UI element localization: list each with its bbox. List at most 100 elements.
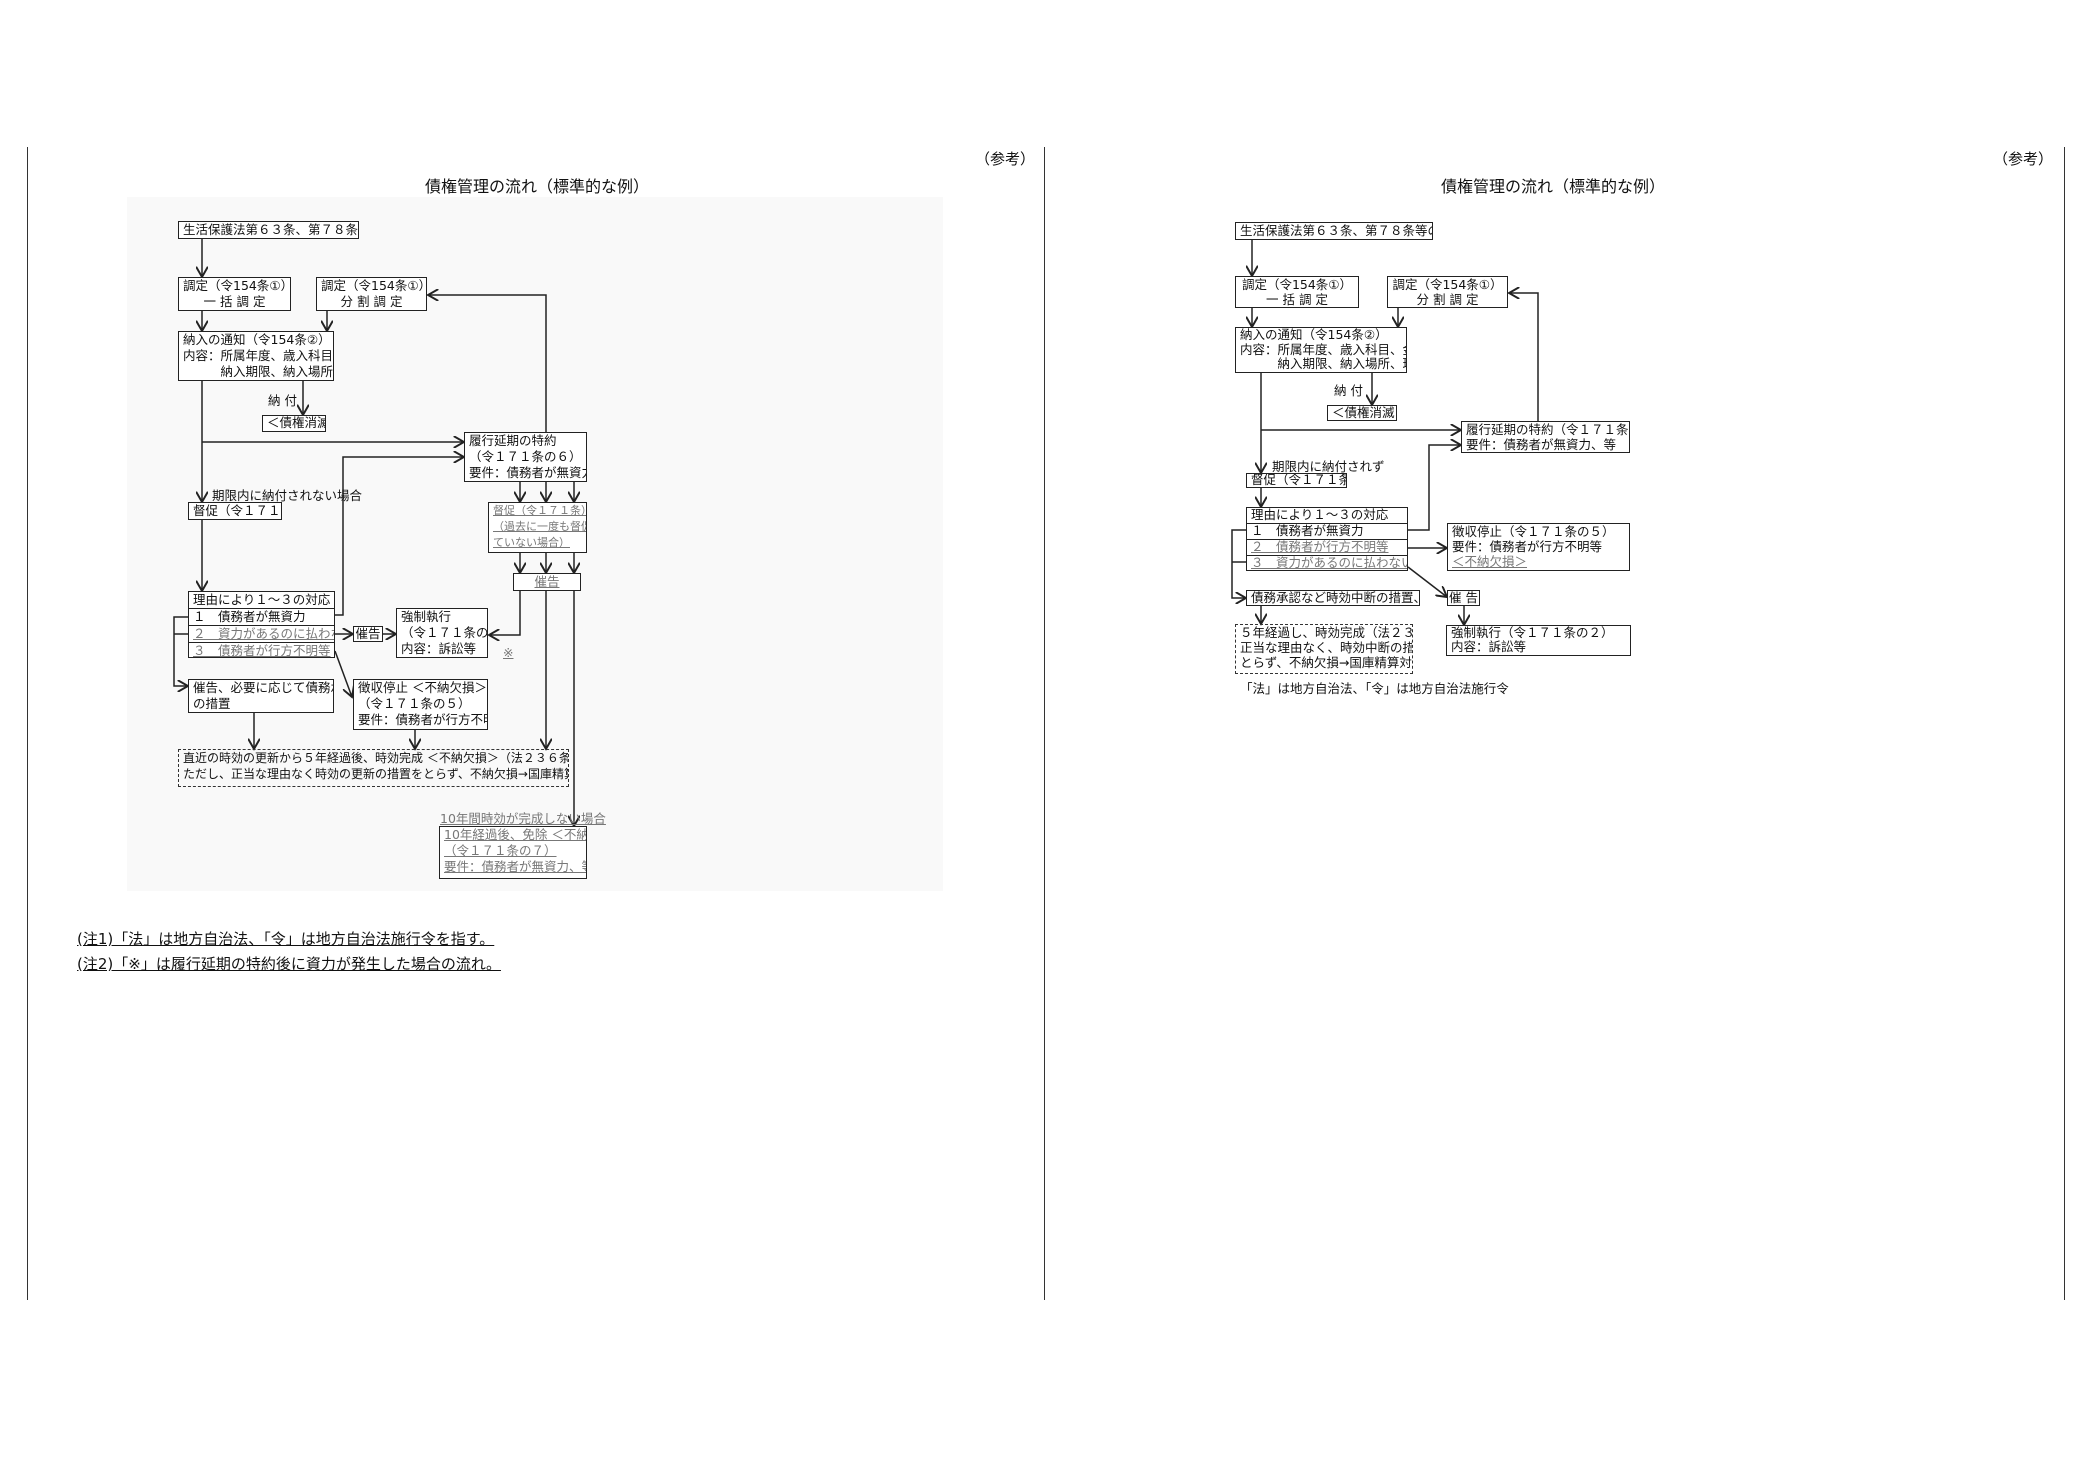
box-line: ていない場合） xyxy=(493,536,570,549)
box-line: とらず、不納欠損→国庫精算対象外 xyxy=(1240,655,1412,670)
box-line: 正当な理由なく、時効中断の措置を xyxy=(1240,640,1413,655)
page-title: 債権管理の流れ（標準的な例） xyxy=(1440,177,1666,196)
box-line: （令１７１条の５） xyxy=(358,696,471,711)
reminder-text: 催告 xyxy=(534,574,560,589)
box-line: 内容：所属年度、歳入科目、金額 xyxy=(183,348,334,363)
suspension-box: 徴収停止 ＜不納欠損＞（令１７１条の５）要件：債務者が行方不明等 xyxy=(353,679,488,730)
demand-box: 督促（令１７１条） xyxy=(188,502,282,520)
reminder-measure-box: 催告、必要に応じて債務承認などの措置 xyxy=(188,679,334,713)
box-line: ただし、正当な理由なく時効の更新の措置をとらず、不納欠損→国庫精算対象外 xyxy=(183,767,568,781)
box-line: （過去に一度も督促をし xyxy=(493,520,586,533)
box-line: 納入の通知（令154条②） xyxy=(183,332,331,347)
extinction-text: ＜債権消滅＞ xyxy=(267,415,325,430)
installment-assessment-box: 調定（令154条①）分 割 調 定 xyxy=(1387,276,1508,308)
acknowledgement-box: 債務承認など時効中断の措置、催告 xyxy=(1246,590,1420,606)
reason-row-1: １ 債務者が無資力 xyxy=(189,608,334,625)
box-line: 履行延期の特約（令１７１条の６） xyxy=(1466,422,1629,437)
box-line: 調定（令154条①） xyxy=(183,278,291,293)
reminder-box: 催 告 xyxy=(1447,590,1480,606)
box-line: 徴収停止（令１７１条の５） xyxy=(1452,524,1615,539)
demand-text: 督促（令１７１条） xyxy=(1251,473,1346,487)
box-line: 納入期限、納入場所、理由 xyxy=(1277,356,1407,371)
reminder-right-box: 催告 xyxy=(513,573,581,591)
box-line: 内容：所属年度、歳入科目、金額 xyxy=(1240,341,1406,357)
extinction-box: ＜債権消滅＞ xyxy=(1327,405,1397,421)
decision-box: 生活保護法第６３条、第７８条等の決定 xyxy=(1235,222,1433,240)
reference-label: （参考） xyxy=(975,150,1036,168)
box-line: 一 括 調 定 xyxy=(1266,292,1328,307)
suspension-box: 徴収停止（令１７１条の５）要件：債務者が行方不明等＜不納欠損＞ xyxy=(1447,523,1630,571)
reason-row-2: ２ 債務者が行方不明等 xyxy=(1247,539,1407,555)
box-line: 内容：訴訟等 xyxy=(401,641,477,656)
box-line: 履行延期の特約 xyxy=(469,433,557,448)
asterisk-mark: ※ xyxy=(503,645,514,660)
box-line: 調定（令154条①） xyxy=(1392,277,1503,292)
reason-header: 理由により１～３の対応 xyxy=(193,592,331,607)
box-line: （令１７１条の６） xyxy=(469,449,582,464)
lump-sum-assessment-box: 調定（令154条①）一 括 調 定 xyxy=(1235,276,1359,308)
demand-text: 督促（令１７１条） xyxy=(193,503,281,518)
box-line: 要件：債務者が無資力、等 xyxy=(469,465,586,480)
page-border-left xyxy=(27,147,28,1300)
box-line: 納入の通知（令154条②） xyxy=(1240,327,1388,342)
box-line: 10年経過後、免除 ＜不納欠損＞ xyxy=(444,827,587,842)
box-line: の措置 xyxy=(193,696,231,711)
box-line: 徴収停止 ＜不納欠損＞ xyxy=(358,680,487,695)
box-line: 督促（令１７１条） xyxy=(493,504,587,517)
reference-label: （参考） xyxy=(1993,150,2054,168)
extension-box: 履行延期の特約（令１７１条の６）要件：債務者が無資力、等 xyxy=(464,432,587,482)
box-line: 分 割 調 定 xyxy=(1416,292,1479,307)
box-line: 要件：債務者が行方不明等 xyxy=(1452,539,1603,554)
payment-label: 納 付 xyxy=(1334,383,1363,398)
box-line: 強制執行 xyxy=(401,609,452,624)
box-line: （令１７１条の７） xyxy=(444,843,557,858)
page-divider xyxy=(1044,147,1045,1300)
payment-notice-box: 納入の通知（令154条②）内容：所属年度、歳入科目、金額 納入期限、納入場所、理… xyxy=(178,331,334,381)
decision-box: 生活保護法第６３条、第７８条等の決定 xyxy=(178,221,359,239)
exemption-box: 10年経過後、免除 ＜不納欠損＞（令１７１条の７）要件：債務者が無資力、等 xyxy=(439,826,587,879)
demand-box: 督促（令１７１条） xyxy=(1246,473,1347,488)
unpaid-label: 期限内に納付されない場合 xyxy=(212,488,363,503)
payment-label: 納 付 xyxy=(268,393,297,408)
note-1: (注1)「法」は地方自治法、「令」は地方自治法施行令を指す。 xyxy=(77,930,495,948)
lump-sum-assessment-box: 調定（令154条①）一 括 調 定 xyxy=(178,277,291,311)
box-line: 分 割 調 定 xyxy=(340,294,403,309)
box-line: 要件：債務者が無資力、等 xyxy=(1466,437,1617,452)
box-line: 要件：債務者が無資力、等 xyxy=(444,859,587,874)
box-line: 直近の時効の更新から５年経過後、時効完成 ＜不納欠損＞（法２３６条） xyxy=(183,751,569,765)
reminder-small-text: 催告 xyxy=(355,626,381,641)
box-line: 一 括 調 定 xyxy=(203,294,266,309)
enforcement-box: 強制執行（令１７１条の２）内容：訴訟等 xyxy=(1446,625,1631,656)
acknowledgement-text: 債務承認など時効中断の措置、催告 xyxy=(1251,590,1419,605)
box-line: 調定（令154条①） xyxy=(1241,277,1353,292)
footnote: 「法」は地方自治法、「令」は地方自治法施行令 xyxy=(1240,681,1509,696)
page-border-right xyxy=(2064,147,2065,1300)
box-line: 調定（令154条①） xyxy=(321,278,427,293)
decision-text: 生活保護法第６３条、第７８条等の決定 xyxy=(183,222,359,237)
box-line: 納入期限、納入場所、理由 xyxy=(220,364,334,379)
reminder-text: 催 告 xyxy=(1449,590,1478,605)
ten-year-label: 10年間時効が完成しない場合 xyxy=(440,811,606,826)
extinction-text: ＜債権消滅＞ xyxy=(1332,405,1396,420)
unpaid-label: 期限内に納付されず xyxy=(1272,459,1385,474)
box-line: ５年経過し、時効完成（法２３６条） xyxy=(1240,625,1413,640)
box-line: 内容：訴訟等 xyxy=(1451,639,1527,654)
note-2: (注2)「※」は履行延期の特約後に資力が発生した場合の流れ。 xyxy=(77,955,501,973)
page-title: 債権管理の流れ（標準的な例） xyxy=(424,177,650,196)
box-line: 催告、必要に応じて債務承認など xyxy=(193,680,333,695)
decision-text: 生活保護法第６３条、第７８条等の決定 xyxy=(1240,223,1432,238)
extension-box: 履行延期の特約（令１７１条の６）要件：債務者が無資力、等 xyxy=(1461,421,1630,453)
reminder-small-box: 催告 xyxy=(353,626,383,642)
reason-header: 理由により１～３の対応 xyxy=(1251,507,1389,522)
reason-row-1: １ 債務者が無資力 xyxy=(1247,523,1407,539)
prescription-box: ５年経過し、時効完成（法２３６条）正当な理由なく、時効中断の措置をとらず、不納欠… xyxy=(1235,624,1413,674)
box-line: ＜不納欠損＞ xyxy=(1452,554,1528,569)
extinction-box: ＜債権消滅＞ xyxy=(262,415,326,432)
box-line: 要件：債務者が行方不明等 xyxy=(358,712,487,727)
payment-notice-box: 納入の通知（令154条②）内容：所属年度、歳入科目、金額 納入期限、納入場所、理… xyxy=(1235,327,1407,373)
box-line: （令１７１条の２） xyxy=(401,625,488,640)
demand-right-box: 督促（令１７１条） （過去に一度も督促をしていない場合） xyxy=(488,502,587,553)
